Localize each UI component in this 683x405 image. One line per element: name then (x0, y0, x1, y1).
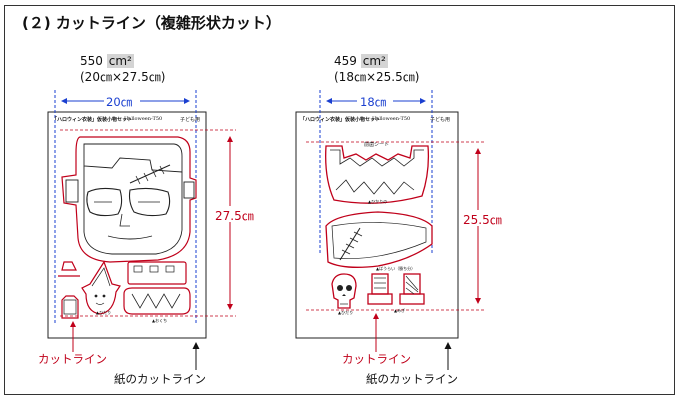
left-size-text: (20㎝×27.5㎝) (80, 70, 166, 84)
left-piece-strip (127, 261, 187, 285)
left-width-label: 20㎝ (106, 95, 133, 109)
left-width-label-bg (104, 94, 140, 107)
left-piece-mouth (123, 287, 191, 315)
left-bolt-left (65, 179, 79, 203)
left-piece-label-2: ▲おくち (152, 318, 168, 323)
left-head-cut-outline (61, 136, 197, 263)
right-piece-label-4: ▲みぎ (394, 308, 406, 313)
left-area-value: 550 (80, 54, 103, 68)
left-piece-hat (61, 261, 77, 271)
left-cut-line-label: カットライン (38, 352, 107, 366)
left-paper-cut-label: 紙のカットライン (114, 372, 206, 386)
right-width-label: 18㎝ (360, 95, 387, 109)
right-forehead-cut-outline (325, 211, 433, 268)
right-sheet-code: Halloween-T50 (372, 116, 411, 122)
right-inner-label: 前歯シート (364, 142, 390, 148)
left-piece-witch (81, 260, 121, 315)
left-height-label: 27.5㎝ (215, 209, 254, 223)
right-cut-line-label: カットライン (342, 352, 411, 366)
right-sheet-note: 子ども用 (430, 117, 451, 123)
right-size-text: (18㎝×25.5㎝) (334, 70, 420, 84)
left-area-line: 550 cm² (80, 54, 134, 69)
left-head-face (83, 166, 183, 255)
right-paper-cut-label: 紙のカットライン (366, 372, 458, 386)
left-height-label-bg (213, 206, 249, 222)
left-piece-label-1: ▲ひだり (96, 310, 112, 315)
left-scar (129, 164, 171, 184)
right-piece-label-2: ▲ばうらい（勝ち分） (376, 266, 416, 271)
left-sheet-code: Halloween-T50 (124, 116, 163, 122)
right-area-line: 459 cm² (334, 54, 388, 69)
left-area-unit: cm² (106, 54, 134, 68)
right-height-label: 25.5㎝ (463, 213, 502, 227)
right-area-value: 459 (334, 54, 357, 68)
left-bolt-right (183, 181, 195, 199)
section-heading: (２) カットライン（複雑形状カット） (22, 14, 281, 32)
right-area-unit: cm² (360, 54, 388, 68)
right-piece-label-1: ▲ひかりの (368, 199, 388, 204)
right-piece-label-3: ▲ひだり (338, 310, 354, 315)
figure-frame (4, 5, 675, 395)
left-piece-nose (61, 295, 79, 319)
right-fangs-cut-outline (325, 145, 430, 204)
left-sheet-note: 子ども用 (180, 117, 201, 123)
left-head-hair (83, 143, 183, 173)
left-eye-right (128, 187, 171, 217)
right-sheet-title: 「ハロウィン衣装」仮装小物セット (300, 117, 381, 123)
left-eye-left (86, 187, 123, 217)
left-sheet-title: 「ハロウィン衣装」仮装小物セット (52, 117, 133, 123)
right-skull-cut-outline (331, 273, 357, 309)
